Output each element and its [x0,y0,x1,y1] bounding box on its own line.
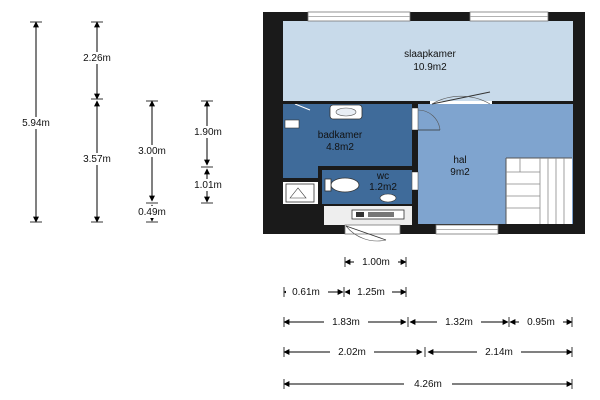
svg-text:1.25m: 1.25m [357,287,385,298]
svg-text:3.00m: 3.00m [138,146,166,157]
window-top [307,11,549,22]
toilet-icon [324,177,360,193]
svg-text:0.61m: 0.61m [292,287,320,298]
svg-text:5.94m: 5.94m [22,118,50,129]
shower-icon [284,103,311,129]
svg-text:1.00m: 1.00m [362,257,390,268]
wall-wc-left [318,166,322,225]
label-badkamer-area: 4.8m2 [326,142,354,153]
label-badkamer-name: badkamer [318,130,363,141]
svg-text:4.26m: 4.26m [414,379,442,390]
wall-corner-top [283,178,318,182]
staircase [505,157,572,224]
wall-slaapkamer-bottom [283,101,430,104]
svg-text:3.57m: 3.57m [83,154,111,165]
label-hal-name: hal [453,155,466,166]
dim-horizontal-row5: 4.26m [283,378,573,390]
door-storage [345,225,387,242]
wall-storage-top [322,204,412,206]
label-wc-name: wc [376,171,389,182]
room-slaapkamer [283,21,573,101]
dim-horizontal-row1: 1.00m [344,256,407,268]
wall-wc-top [318,166,412,170]
washbasin-icon [379,193,397,203]
wall-slaapkamer-bottom-right [492,101,573,104]
svg-text:1.32m: 1.32m [445,317,473,328]
dim-vertical-top-right: 1.90m [185,100,231,168]
dim-vertical-upper: 2.26m [75,21,121,100]
svg-text:1.90m: 1.90m [194,127,222,138]
label-wc-area: 1.2m2 [369,182,397,193]
boiler-icon [351,209,405,220]
svg-text:2.14m: 2.14m [485,347,513,358]
window-bottom [344,224,499,235]
svg-text:2.26m: 2.26m [83,53,111,64]
label-hal-area: 9m2 [450,167,470,178]
dim-vertical-small: 0.49m [130,204,176,223]
svg-text:0.95m: 0.95m [527,317,555,328]
label-slaapkamer-area: 10.9m2 [413,62,447,73]
wall-bad-hal-3 [412,190,418,225]
wall-bad-hal [412,104,418,108]
wall-bad-hal-2 [412,130,418,172]
dim-vertical-total: 5.94m [14,21,60,223]
bathtub-icon [285,183,315,203]
dim-horizontal-row3: 1.83m 1.32m 0.95m [283,316,573,328]
sink-icon [329,104,363,120]
svg-text:0.49m: 0.49m [138,207,166,218]
door-slaapkamer [430,91,492,105]
dim-vertical-lower: 3.57m [75,100,121,223]
dim-horizontal-row4: 2.02m 2.14m [283,346,573,358]
label-slaapkamer-name: slaapkamer [404,49,456,60]
svg-text:1.83m: 1.83m [332,317,360,328]
svg-text:2.02m: 2.02m [338,347,366,358]
dim-vertical-middle: 3.00m [130,100,176,204]
door-wc [411,171,419,191]
dim-horizontal-row2: 0.61m 1.25m [283,286,407,298]
svg-text:1.01m: 1.01m [194,180,222,191]
hal-upper-strip [506,104,573,156]
dim-vertical-bottom-right: 1.01m [185,168,231,204]
